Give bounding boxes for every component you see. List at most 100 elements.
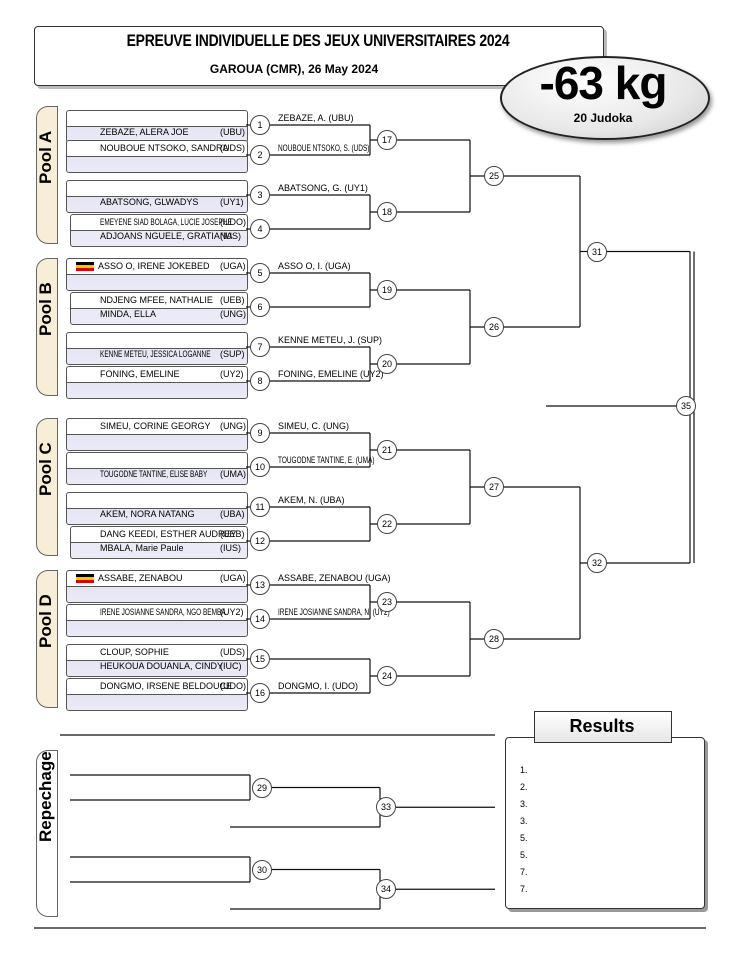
repechage-label: Repechage — [36, 751, 56, 842]
competitor-club: (UDS) — [220, 647, 245, 657]
competitor-name: ASSO O, IRENE JOKEBED — [98, 261, 210, 271]
pool-tab-d — [36, 570, 58, 708]
uganda-flag-icon — [76, 574, 94, 583]
round2-marker-22: 22 — [377, 514, 397, 534]
competitor-name: MINDA, ELLA — [100, 309, 157, 319]
round2-marker-18: 18 — [377, 202, 397, 222]
entry-box-16 — [66, 678, 248, 711]
competitor-club: (IUC) — [220, 661, 242, 671]
weight-badge — [500, 56, 710, 140]
round2-marker-19: 19 — [377, 280, 397, 300]
seed-marker-2: 2 — [250, 145, 270, 165]
winner-name-7: KENNE METEU, J. (SUP) — [278, 335, 383, 345]
competitor-name: EMEYENE SIAD BOLAGA, LUCIE JOSEPHE — [100, 217, 232, 227]
semifinal-marker-32: 32 — [587, 553, 607, 573]
winner-name-1: ZEBAZE, A. (UBU) — [278, 113, 354, 123]
entry-box-4 — [70, 214, 248, 247]
repechage-marker-34: 34 — [376, 879, 396, 900]
entry-box-5 — [66, 258, 248, 291]
winner-name-8: FONING, EMELINE (UY2) — [278, 369, 384, 379]
competitor-club: (SUP) — [220, 349, 245, 359]
winner-name-13: ASSABE, ZENABOU (UGA) — [278, 573, 391, 583]
result-place-3: 3. — [520, 799, 528, 809]
result-place-1: 1. — [520, 765, 528, 775]
round3-marker-27: 27 — [484, 477, 504, 497]
judoka-count: 20 Judoka — [573, 111, 633, 125]
competitor-club: (IUS) — [220, 543, 241, 553]
pool-tab-a — [36, 106, 58, 244]
competitor-club: (UDO) — [220, 217, 246, 227]
competitor-name: AKEM, NORA NATANG — [100, 509, 195, 519]
entry-box-2 — [66, 140, 248, 173]
result-place-6: 5. — [520, 850, 528, 860]
round2-marker-23: 23 — [377, 592, 397, 612]
competitor-name: NDJENG MFEE, NATHALIE — [100, 295, 213, 305]
entry-box-9 — [66, 418, 248, 451]
seed-marker-9: 9 — [250, 423, 270, 443]
seed-marker-10: 10 — [250, 457, 270, 477]
pool-tab-c — [36, 418, 58, 556]
competitor-name: DANG KEEDI, ESTHER AUDREY — [100, 529, 237, 539]
result-place-4: 3. — [520, 816, 528, 826]
round3-marker-28: 28 — [484, 629, 504, 649]
winner-name-5: ASSO O, I. (UGA) — [278, 261, 351, 271]
entry-box-15 — [66, 644, 248, 677]
round2-marker-17: 17 — [377, 130, 397, 150]
seed-marker-8: 8 — [250, 371, 270, 391]
entry-box-13 — [66, 570, 248, 603]
round2-marker-21: 21 — [377, 440, 397, 460]
entry-box-12 — [70, 526, 248, 559]
results-banner — [534, 711, 672, 743]
seed-marker-4: 4 — [250, 219, 270, 239]
competitor-name: ADJOANS NGUELE, GRATIANA — [100, 231, 233, 241]
competitor-club: (UBA) — [220, 509, 245, 519]
seed-marker-5: 5 — [250, 263, 270, 283]
result-place-8: 7. — [520, 884, 528, 894]
result-place-2: 2. — [520, 782, 528, 792]
tournament-subtitle: GAROUA (CMR), 26 May 2024 — [209, 62, 379, 76]
competitor-club: (UGA) — [220, 261, 246, 271]
competitor-club: (UGA) — [220, 573, 246, 583]
tournament-title: EPREUVE INDIVIDUELLE DES JEUX UNIVERSITA… — [126, 31, 510, 50]
seed-marker-14: 14 — [250, 609, 270, 629]
competitor-club: (UY1) — [220, 197, 244, 207]
pool-tab-b — [36, 258, 58, 396]
competitor-club: (UDO) — [220, 681, 246, 691]
round2-marker-24: 24 — [377, 666, 397, 686]
competitor-name: DONGMO, IRSENE BELDOUCE — [100, 681, 233, 691]
competitor-club: (UBU) — [220, 127, 245, 137]
competitor-club: (UY2) — [220, 607, 244, 617]
result-place-5: 5. — [520, 833, 528, 843]
competitor-club: (UY2) — [220, 369, 244, 379]
seed-marker-13: 13 — [250, 575, 270, 595]
competitor-name: NOUBOUE NTSOKO, SANDRA — [100, 143, 229, 153]
results-title: Results — [569, 716, 635, 736]
round3-marker-26: 26 — [484, 317, 504, 337]
competitor-club: (UMA) — [220, 469, 246, 479]
winner-name-14: IRENE JOSIANNE SANDRA, N. (UY2) — [278, 607, 390, 617]
competitor-club: (UDS) — [220, 143, 245, 153]
competitor-name: FONING, EMELINE — [100, 369, 180, 379]
competitor-club: (UNG) — [220, 421, 246, 431]
winner-name-11: AKEM, N. (UBA) — [278, 495, 345, 505]
winner-name-9: SIMEU, C. (UNG) — [278, 421, 349, 431]
results-box — [505, 737, 705, 909]
competitor-name: CLOUP, SOPHIE — [100, 647, 169, 657]
winner-name-10: TOUGODNE TANTINE, E. (UMA) — [278, 455, 375, 465]
repechage-marker-29: 29 — [252, 777, 272, 798]
competitor-name: IRENE JOSIANNE SANDRA, NGO BEMBA — [100, 607, 226, 617]
entry-box-14 — [66, 604, 248, 637]
repechage-marker-30: 30 — [252, 859, 272, 880]
entry-box-10 — [66, 452, 248, 485]
seed-marker-7: 7 — [250, 337, 270, 357]
seed-marker-11: 11 — [250, 497, 270, 517]
seed-marker-1: 1 — [250, 115, 270, 135]
competitor-name: ASSABE, ZENABOU — [98, 573, 183, 583]
competitor-name: HEUKOUA DOUANLA, CINDY — [100, 661, 224, 671]
competitor-club: (UEB) — [220, 529, 245, 539]
entry-box-7 — [66, 332, 248, 365]
competitor-name: SIMEU, CORINE GEORGY — [100, 421, 211, 431]
seed-marker-3: 3 — [250, 185, 270, 205]
round3-marker-25: 25 — [484, 166, 504, 186]
entry-box-6 — [70, 292, 248, 325]
